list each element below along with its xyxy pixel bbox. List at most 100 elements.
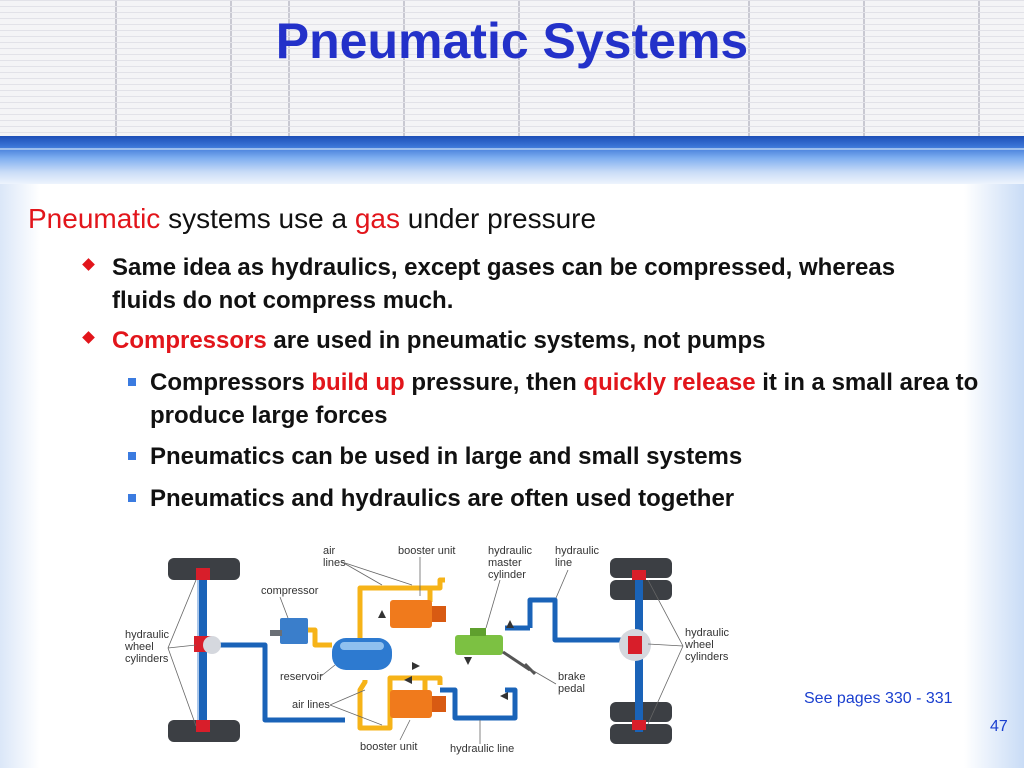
hub-left: [203, 636, 221, 654]
arrow-up-2: [506, 620, 514, 628]
label-brake-pedal-2: pedal: [558, 683, 585, 695]
label-reservoir: reservoir: [280, 671, 323, 683]
bullet-compression-text: Same idea as hydraulics, except gases ca…: [112, 254, 896, 314]
label-booster-unit-top: booster unit: [398, 545, 455, 557]
arrow-left-1: [404, 676, 412, 684]
main-point-text-1: systems use a: [160, 203, 355, 234]
tire-right-top-1: [610, 558, 672, 578]
arrow-up-1: [378, 610, 386, 618]
subbullet-sizes-text: Pneumatics can be used in large and smal…: [150, 443, 743, 470]
valve-right-top: [632, 570, 646, 580]
header-background: [0, 0, 1024, 140]
hydraulic-line-right: [527, 597, 635, 643]
master-cylinder-cap: [470, 628, 486, 636]
label-hydraulic-line-top-2: line: [555, 557, 572, 569]
compressor: [270, 618, 308, 644]
subbullet-together: Pneumatics and hydraulics are often used…: [128, 482, 988, 515]
valve-left-top: [196, 568, 210, 580]
sub1-a: Compressors: [150, 369, 312, 396]
left-axle: [168, 558, 240, 742]
subbullet-together-text: Pneumatics and hydraulics are often used…: [150, 485, 735, 512]
booster-unit-bottom: [390, 690, 432, 718]
bullet-compression: Same idea as hydraulics, except gases ca…: [82, 251, 964, 317]
air-line-lower-right: [382, 675, 428, 731]
square-bullet-icon: [128, 494, 136, 502]
diagram-labels: air lines booster unit hydraulic master …: [124, 545, 730, 755]
tire-right-bottom-2: [610, 724, 672, 744]
label-booster-unit-bottom: booster unit: [360, 741, 417, 753]
slide-title: Pneumatic Systems: [275, 13, 749, 69]
bullet-compressors-text: Compressors are used in pneumatic system…: [112, 324, 964, 357]
page-number: 47: [990, 718, 1008, 735]
compressor-body: [280, 618, 308, 644]
air-line-lower-far: [425, 675, 443, 685]
booster-unit-top: [390, 600, 432, 628]
booster-unit-bottom-end: [432, 696, 446, 712]
brake-system-diagram: air lines booster unit hydraulic master …: [124, 545, 730, 755]
brake-pedal-arm: [502, 650, 531, 672]
main-point-text-2: under pressure: [399, 203, 597, 234]
booster-unit-top-end: [432, 606, 446, 622]
label-wheel-cylinders-left-1: hydraulic: [125, 629, 170, 641]
subbullet-build-up: Compressors build up pressure, then quic…: [128, 366, 988, 432]
page-reference: See pages 330 - 331: [804, 690, 953, 707]
label-wheel-cylinders-right-1: hydraulic: [685, 627, 730, 639]
main-point-red-2: gas: [354, 203, 400, 234]
air-line-upper-right: [430, 577, 445, 591]
main-point: Pneumatic systems use a gas under pressu…: [28, 203, 596, 235]
valve-right-mid: [628, 636, 642, 654]
label-wheel-cylinders-left-3: cylinders: [125, 653, 169, 665]
leader-lines: [167, 557, 684, 744]
bullet-compressors: Compressors are used in pneumatic system…: [82, 324, 964, 357]
brake-pedal: [502, 650, 537, 676]
reservoir: [332, 638, 392, 670]
hydraulic-line-main-bottom: [440, 687, 518, 721]
label-wheel-cylinders-left-2: wheel: [124, 641, 154, 653]
label-compressor: compressor: [261, 585, 319, 597]
sub1-b: pressure, then: [404, 369, 584, 396]
arrow-left-2: [500, 692, 508, 700]
sub1-c: it in a small area to produce large forc…: [150, 369, 979, 429]
brake-pedal-pad: [523, 662, 537, 676]
compressor-shaft: [270, 630, 282, 636]
label-air-lines-bottom: air lines: [292, 699, 330, 711]
right-gradient: [964, 184, 1024, 768]
flow-arrows: [378, 610, 514, 700]
square-bullet-icon: [128, 378, 136, 386]
header-band-line: [0, 148, 1024, 150]
diamond-bullet-icon: [82, 258, 95, 271]
sub1-red1: build up: [311, 369, 405, 396]
bullet-compressors-rest: are used in pneumatic systems, not pumps: [266, 327, 766, 354]
booster-units: [390, 600, 446, 718]
main-point-red-1: Pneumatic: [28, 203, 161, 234]
square-bullet-icon: [128, 452, 136, 460]
label-brake-pedal-1: brake: [558, 671, 586, 683]
diamond-bullet-icon: [82, 331, 95, 344]
label-wheel-cylinders-right-2: wheel: [684, 639, 714, 651]
label-hydraulic-line-bottom: hydraulic line: [450, 743, 514, 755]
label-master-cylinder-1: hydraulic: [488, 545, 533, 557]
bullet-compressors-red: Compressors: [112, 327, 267, 354]
subbullet-sizes: Pneumatics can be used in large and smal…: [128, 440, 988, 473]
header-band: [0, 136, 1024, 184]
reservoir-highlight: [340, 642, 384, 650]
label-air-lines-top-2: lines: [323, 557, 346, 569]
label-master-cylinder-3: cylinder: [488, 569, 526, 581]
air-line-upper: [357, 585, 433, 640]
left-gradient: [0, 184, 40, 768]
arrow-right-1: [412, 662, 420, 670]
subbullet-build-up-text: Compressors build up pressure, then quic…: [150, 366, 988, 432]
hydraulic-line-left-top: [205, 642, 345, 723]
right-axle: [610, 558, 672, 744]
label-wheel-cylinders-right-3: cylinders: [685, 651, 729, 663]
sub1-red2: quickly release: [583, 369, 756, 396]
air-line-lower: [357, 679, 382, 731]
label-hydraulic-line-top-1: hydraulic: [555, 545, 600, 557]
valve-right-bottom: [632, 720, 646, 730]
label-master-cylinder-2: master: [488, 557, 522, 569]
master-cylinder-body: [455, 635, 503, 655]
master-cylinder: [455, 628, 503, 655]
label-air-lines-top-1: air: [323, 545, 336, 557]
arrow-down-1: [464, 657, 472, 665]
valve-left-bottom: [196, 720, 210, 732]
